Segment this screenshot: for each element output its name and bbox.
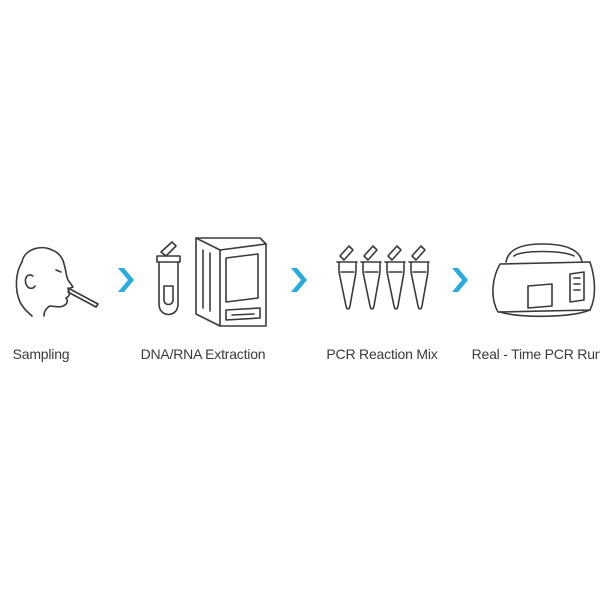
step-label-extraction: DNA/RNA Extraction (140, 346, 266, 362)
pcr-tubes-icon (336, 245, 430, 310)
person-swab-icon (15, 246, 99, 317)
chevron-right-icon (452, 268, 468, 292)
chevron-right-icon (291, 268, 307, 292)
pcr-cycler-icon (492, 243, 596, 318)
extraction-instrument-icon (156, 237, 267, 327)
step-label-pcr-run: Real - Time PCR Run (471, 346, 600, 362)
chevron-right-icon (118, 268, 134, 292)
step-label-reaction-mix: PCR Reaction Mix (326, 346, 438, 362)
step-label-sampling: Sampling (12, 346, 70, 362)
